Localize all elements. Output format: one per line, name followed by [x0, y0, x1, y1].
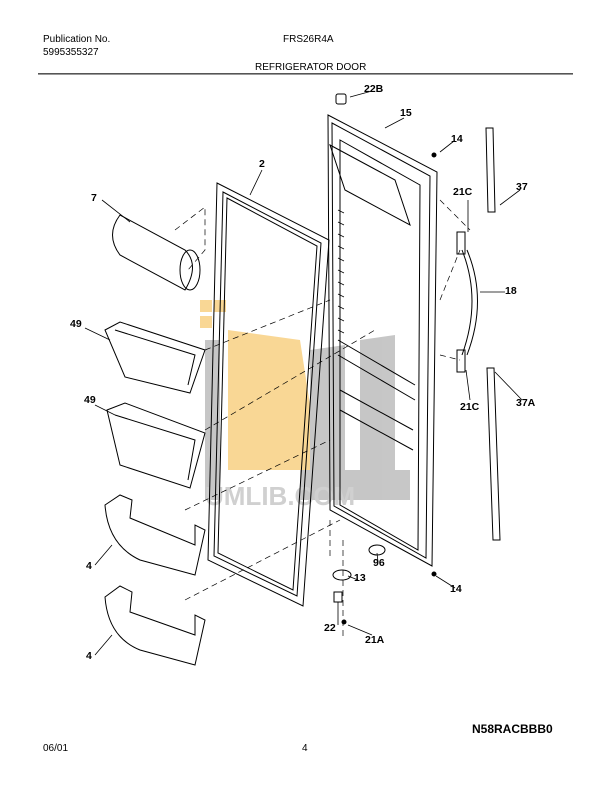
- page-number: 4: [302, 743, 308, 754]
- model-number: FRS26R4A: [283, 34, 334, 45]
- callout-4: 4: [86, 650, 92, 662]
- callout-22: 22: [324, 622, 336, 634]
- door-handle: [456, 231, 478, 373]
- callout-7: 7: [91, 192, 97, 204]
- publication-label: Publication No.: [43, 34, 111, 45]
- publication-number: 5995355327: [43, 47, 99, 58]
- callout-21c: 21C: [453, 186, 473, 198]
- callout-18: 18: [505, 285, 517, 297]
- callout-21a: 21A: [365, 634, 385, 646]
- header-rule: [38, 73, 573, 75]
- callout-96: 96: [373, 557, 385, 569]
- callout-49: 49: [70, 318, 82, 330]
- callout-49: 49: [84, 394, 96, 406]
- callout-22b: 22B: [364, 83, 384, 95]
- svg-text:UMLIB.COM: UMLIB.COM: [205, 481, 355, 511]
- diagram-code: N58RACBBB0: [472, 722, 553, 736]
- callout-15: 15: [400, 107, 412, 119]
- door-gasket: [207, 182, 330, 607]
- dairy-compartment: [112, 214, 201, 291]
- callout-37a: 37A: [516, 397, 536, 409]
- door-liner: [327, 114, 438, 567]
- callout-14: 14: [451, 133, 463, 145]
- handle-trim: [485, 127, 501, 541]
- section-title: REFRIGERATOR DOOR: [255, 62, 367, 73]
- callout-21c: 21C: [460, 401, 480, 413]
- leader-lines: [174, 199, 471, 640]
- door-shelf: [104, 585, 206, 666]
- footer-date: 06/01: [43, 743, 69, 754]
- door-bin: [106, 402, 206, 489]
- callout-13: 13: [354, 572, 366, 584]
- door-bin: [104, 321, 206, 394]
- callout-leaders: [84, 90, 523, 656]
- callout-2: 2: [259, 158, 265, 170]
- callout-4: 4: [86, 560, 92, 572]
- callout-37: 37: [516, 181, 528, 193]
- door-shelf: [104, 494, 206, 576]
- callout-14: 14: [450, 583, 462, 595]
